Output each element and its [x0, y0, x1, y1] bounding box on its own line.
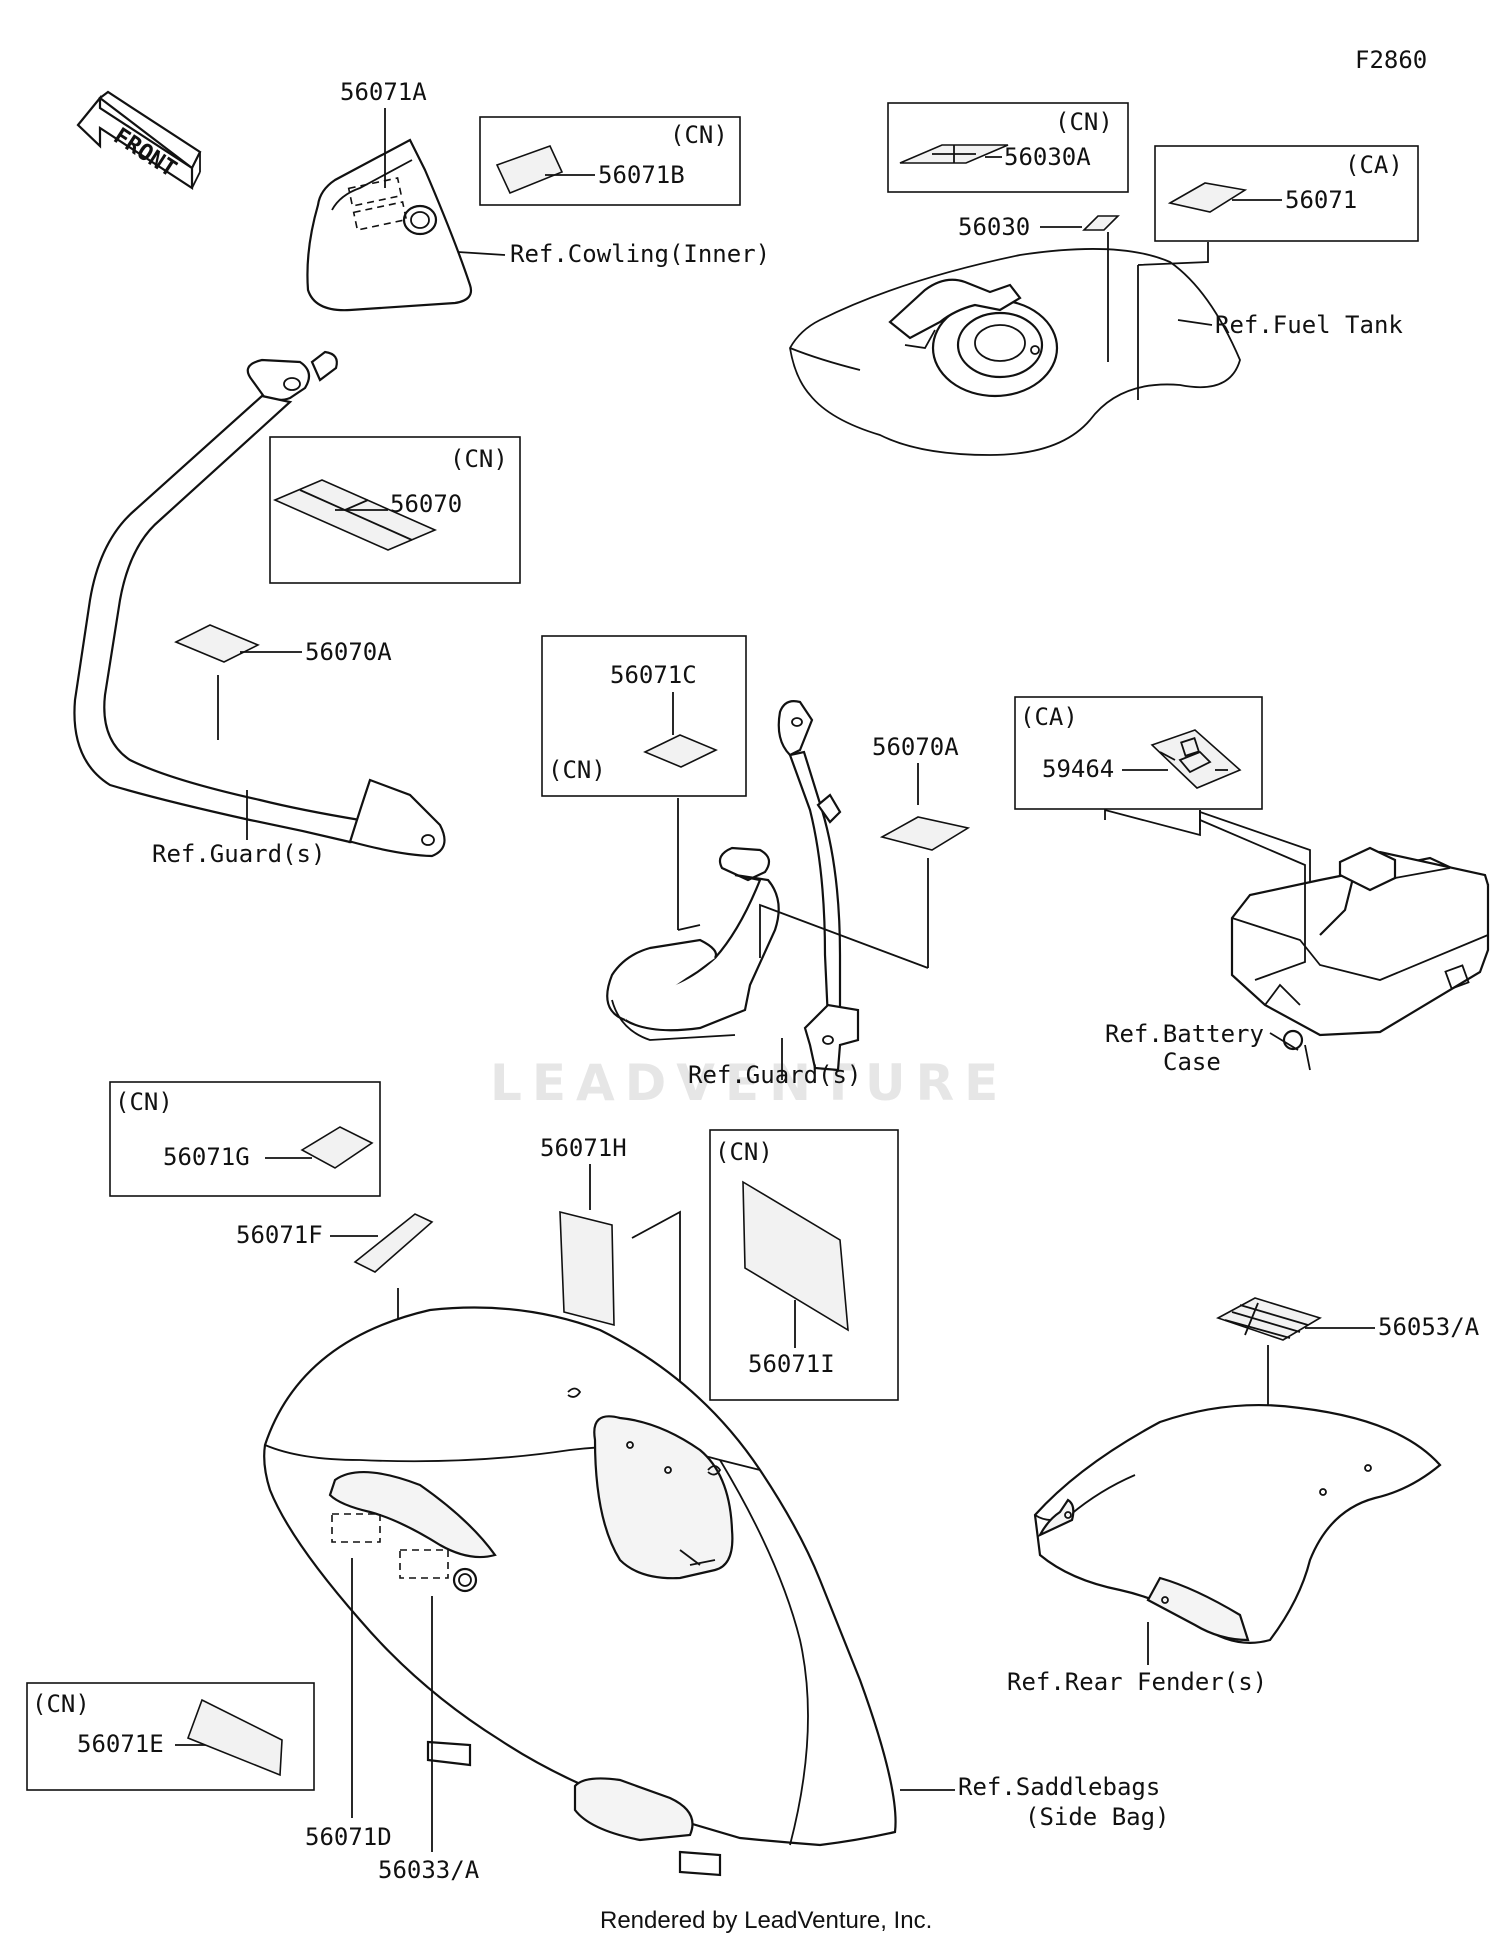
- ref-rear-fender: Ref.Rear Fender(s): [1007, 1668, 1267, 1696]
- box-56070: [269, 436, 521, 584]
- region-cn-56071E: (CN): [32, 1690, 90, 1718]
- label-56071F: 56071F: [236, 1221, 323, 1249]
- label-56071B: 56071B: [598, 161, 685, 189]
- box-56071-ca: [1154, 145, 1419, 242]
- ref-battery-case-2: Case: [1163, 1048, 1221, 1076]
- watermark: LEADVENTURE: [490, 1054, 1008, 1112]
- region-cn-56070: (CN): [450, 445, 508, 473]
- label-56071: 56071: [1285, 186, 1357, 214]
- decal-56071: [1167, 182, 1248, 213]
- decal-56071F: [353, 1213, 434, 1273]
- battery-case: [1199, 819, 1490, 1051]
- region-cn-56030A: (CN): [1055, 108, 1113, 136]
- decal-56070A-left: [174, 624, 260, 663]
- figure-code: F2860: [1355, 46, 1427, 74]
- decal-56070A-mid: [879, 816, 971, 851]
- ref-guard-mid: Ref.Guard(s): [688, 1061, 861, 1089]
- label-56070: 56070: [390, 490, 462, 518]
- decal-56071I: [742, 1180, 849, 1332]
- decal-59464: [1150, 729, 1242, 789]
- fuel-tank: [789, 242, 1241, 456]
- decal-56071G: [300, 1126, 374, 1169]
- label-56070A-mid: 56070A: [872, 733, 959, 761]
- decal-56053A: [1216, 1297, 1322, 1341]
- label-56071G: 56071G: [163, 1143, 250, 1171]
- saddlebag: [263, 1306, 897, 1877]
- box-56071G: [109, 1081, 381, 1197]
- region-cn-56071C: (CN): [548, 756, 606, 784]
- box-56071B: [479, 116, 741, 206]
- ref-cowling-inner: Ref.Cowling(Inner): [510, 240, 770, 268]
- decal-56071C: [643, 734, 718, 768]
- label-59464: 59464: [1042, 755, 1114, 783]
- ref-battery-case-1: Ref.Battery: [1105, 1020, 1264, 1048]
- region-cn-56071B: (CN): [670, 121, 728, 149]
- guard-left: [73, 350, 446, 858]
- cowling-inner: [306, 138, 473, 312]
- decal-56071H: [559, 1210, 615, 1327]
- region-ca-56071: (CA): [1345, 151, 1403, 179]
- box-59464: [1014, 696, 1263, 810]
- ref-saddlebags-1: Ref.Saddlebags: [958, 1773, 1160, 1801]
- rear-fender: [1033, 1404, 1442, 1644]
- label-56030: 56030: [958, 213, 1030, 241]
- box-56071E: [26, 1682, 315, 1791]
- front-arrow-icon: FRONT: [76, 90, 202, 191]
- label-56070A-left: 56070A: [305, 638, 392, 666]
- region-cn-56071G: (CN): [115, 1088, 173, 1116]
- label-56030A: 56030A: [1004, 143, 1091, 171]
- label-56053A: 56053/A: [1378, 1313, 1480, 1341]
- ref-guard-left: Ref.Guard(s): [152, 840, 325, 868]
- region-cn-56071I: (CN): [715, 1138, 773, 1166]
- decal-56071B: [495, 144, 564, 195]
- ref-saddlebags-2: (Side Bag): [1025, 1803, 1170, 1831]
- label-56071I: 56071I: [748, 1350, 835, 1378]
- label-56033A: 56033/A: [378, 1856, 480, 1884]
- label-56071D: 56071D: [305, 1823, 392, 1851]
- ref-fuel-tank: Ref.Fuel Tank: [1215, 311, 1403, 339]
- footer-credit: Rendered by LeadVenture, Inc.: [600, 1907, 932, 1934]
- label-56071C: 56071C: [610, 661, 697, 689]
- box-56071I: [709, 1129, 899, 1401]
- label-56071H: 56071H: [540, 1134, 627, 1162]
- decal-56030: [1082, 215, 1120, 231]
- guard-middle: [606, 700, 860, 1072]
- label-56071E: 56071E: [77, 1730, 164, 1758]
- decal-56071E: [186, 1698, 283, 1777]
- region-ca-59464: (CA): [1020, 703, 1078, 731]
- box-56030A: [887, 102, 1129, 193]
- label-56071A: 56071A: [340, 78, 427, 106]
- box-56071C: [541, 635, 747, 797]
